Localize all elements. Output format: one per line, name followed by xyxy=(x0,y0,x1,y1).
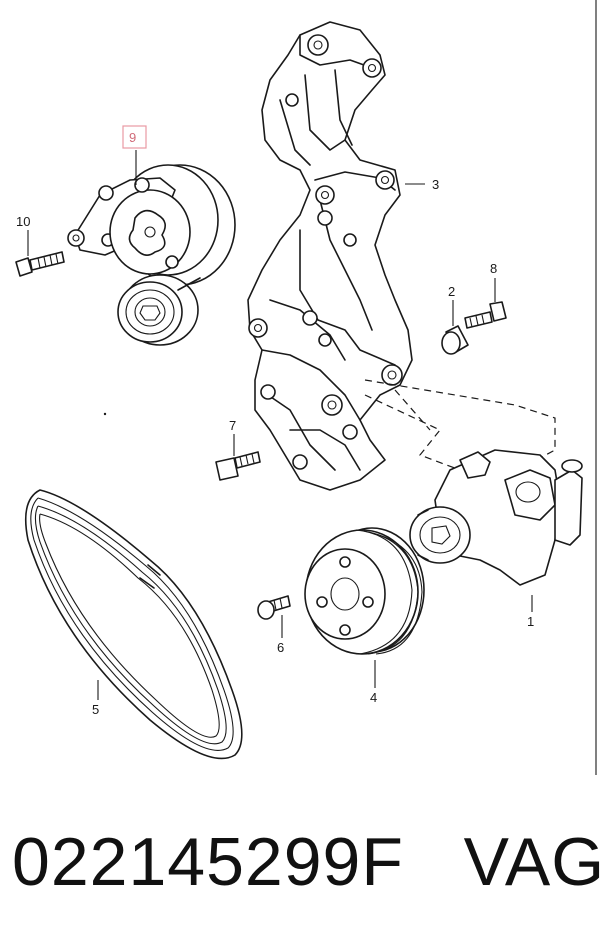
highlight-box-9 xyxy=(122,125,147,149)
bolt-6 xyxy=(257,595,291,620)
power-steering-pump xyxy=(409,449,583,586)
callout-8[interactable]: 8 xyxy=(490,261,497,276)
reference-lines xyxy=(364,379,556,471)
bolt-10 xyxy=(15,251,65,277)
pump-pulley xyxy=(304,527,425,655)
callout-4[interactable]: 4 xyxy=(370,690,377,705)
callout-2[interactable]: 2 xyxy=(448,284,455,299)
leader-lines xyxy=(27,150,533,700)
callout-10[interactable]: 10 xyxy=(16,214,30,229)
part-number: 022145299F xyxy=(12,824,404,900)
callout-7[interactable]: 7 xyxy=(229,418,236,433)
callout-9[interactable]: 9 xyxy=(129,130,136,145)
parts-diagram: 9 10 3 2 8 7 1 4 6 5 xyxy=(15,0,597,775)
poly-v-belt xyxy=(24,489,243,760)
callout-3[interactable]: 3 xyxy=(432,177,439,192)
callout-labels: 9 10 3 2 8 7 1 4 6 5 xyxy=(16,125,534,717)
callout-1[interactable]: 1 xyxy=(527,614,534,629)
callout-6[interactable]: 6 xyxy=(277,640,284,655)
spacer-2 xyxy=(441,325,469,355)
belt-tensioner xyxy=(67,164,236,346)
bolt-7 xyxy=(215,451,261,481)
mounting-bracket xyxy=(247,21,413,491)
part-number-footer: 022145299F VAG xyxy=(12,812,600,912)
bolt-8 xyxy=(464,301,507,329)
brand-name: VAG xyxy=(463,824,600,900)
callout-5[interactable]: 5 xyxy=(92,702,99,717)
